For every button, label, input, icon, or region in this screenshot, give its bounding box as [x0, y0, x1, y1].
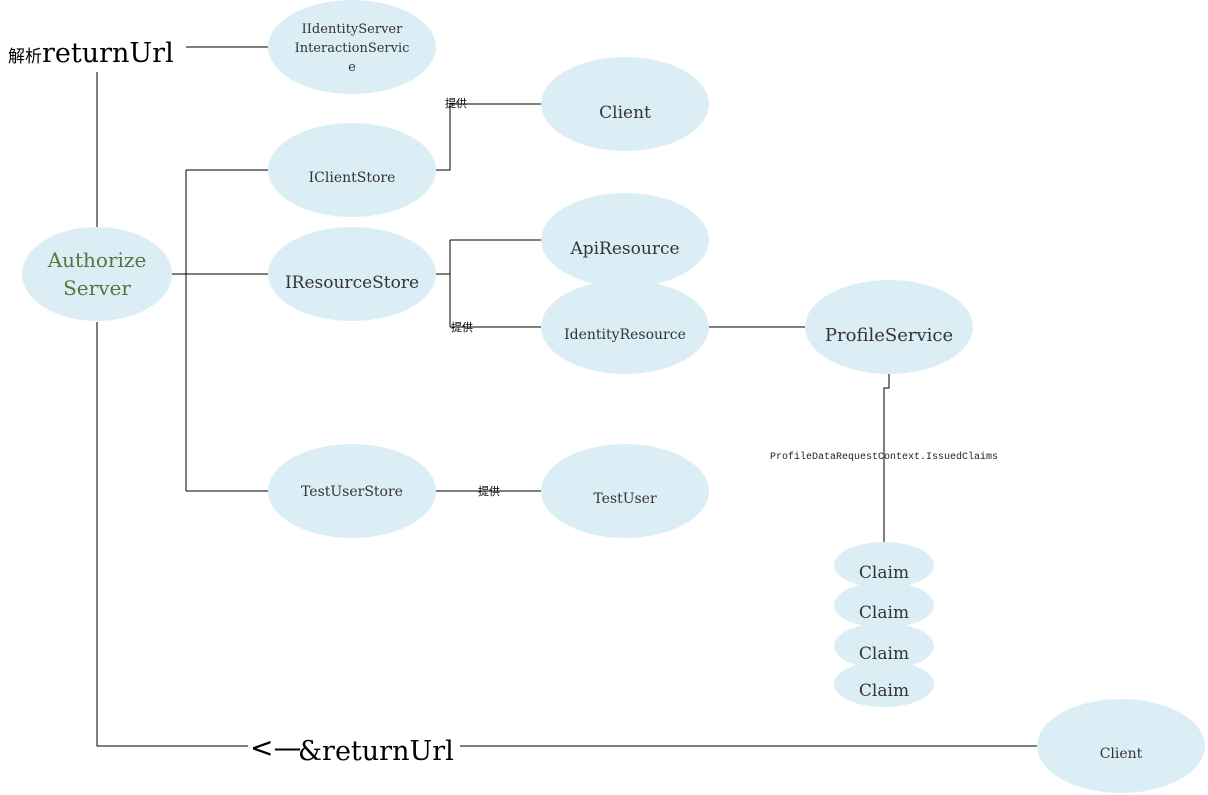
claim-label-2: Claim — [859, 603, 909, 623]
node-api-resource — [541, 193, 709, 287]
issued-claims-label: ProfileDataRequestContext.IssuedClaims — [770, 451, 998, 463]
node-claim-2 — [834, 582, 934, 628]
provide-client-label: 提供 — [445, 96, 467, 110]
authorize-server-line2: Server — [63, 276, 131, 300]
nodes — [22, 0, 1205, 793]
node-authorize-server — [22, 227, 172, 321]
identity-resource-label: IdentityResource — [564, 327, 686, 343]
provide-testuser-label: 提供 — [478, 484, 500, 498]
node-claim-1 — [834, 542, 934, 588]
claim-label-1: Claim — [859, 563, 909, 583]
node-profile-service — [805, 280, 973, 374]
node-test-user-store — [268, 444, 436, 538]
test-user-store-label: TestUserStore — [301, 484, 403, 500]
interaction-service-line3: e — [348, 60, 356, 75]
connector-profile-to-claims — [883, 374, 890, 542]
node-identity-resource — [541, 280, 709, 374]
client-top-label: Client — [599, 103, 651, 123]
redirect-return-url-label: &returnUrl — [298, 736, 454, 767]
parse-prefix-label: 解析 — [8, 47, 42, 67]
node-resource-store — [268, 227, 436, 321]
node-client-top — [541, 57, 709, 151]
resource-store-label: IResourceStore — [285, 273, 419, 293]
node-interaction-service — [268, 0, 436, 94]
connector-authorize-to-bottom — [96, 322, 248, 747]
node-labels: Authorize Server IIdentityServer Interac… — [47, 22, 1143, 762]
profile-service-label: ProfileService — [825, 325, 953, 346]
return-url-label: returnUrl — [42, 38, 174, 69]
node-client-bottom — [1037, 699, 1205, 793]
client-bottom-label: Client — [1100, 746, 1143, 762]
client-store-label: IClientStore — [309, 170, 396, 186]
connectors — [96, 46, 1038, 747]
authorize-server-line1: Authorize — [47, 248, 147, 272]
node-claim-4 — [834, 661, 934, 707]
edge-labels: 解析 returnUrl 提供 提供 提供 ProfileDataRequest… — [8, 38, 998, 767]
claim-label-4: Claim — [859, 681, 909, 701]
connector-client-store-to-client — [436, 103, 542, 171]
api-resource-label: ApiResource — [569, 239, 679, 259]
provide-identity-label: 提供 — [451, 320, 473, 334]
node-claim-3 — [834, 623, 934, 669]
claim-label-3: Claim — [859, 644, 909, 664]
redirect-arrow-label: <— — [250, 731, 301, 764]
node-test-user — [541, 444, 709, 538]
test-user-label: TestUser — [593, 491, 657, 507]
interaction-service-line1: IIdentityServer — [302, 22, 403, 37]
interaction-service-line2: InteractionServic — [295, 41, 410, 56]
node-client-store — [268, 123, 436, 217]
